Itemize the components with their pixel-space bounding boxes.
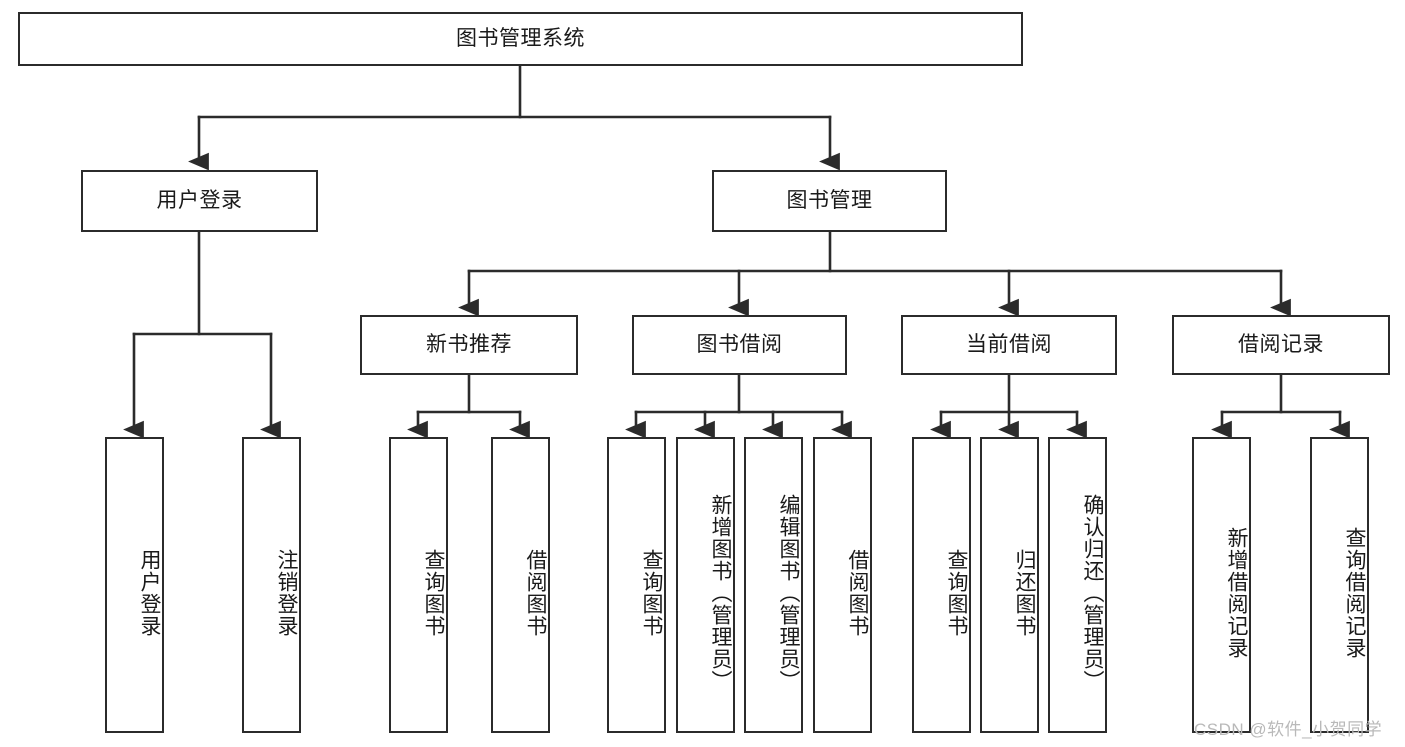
node-label: 借阅记录: [1238, 333, 1324, 357]
node-book-management[interactable]: 图书管理: [712, 170, 947, 232]
node-new-book-recommend[interactable]: 新书推荐: [360, 315, 578, 375]
node-label: 借阅图书: [524, 549, 547, 637]
leaf-current-borrow-return-book[interactable]: 归还图书: [980, 437, 1039, 733]
leaf-user-login-login[interactable]: 用户登录: [105, 437, 164, 733]
csdn-watermark: CSDN @软件_小贺同学: [1194, 720, 1383, 739]
leaf-book-borrow-edit-book-admin[interactable]: 编辑图书（管理员）: [744, 437, 803, 733]
node-label: 查询图书: [422, 549, 445, 637]
leaf-current-borrow-confirm-return-admin[interactable]: 确认归还（管理员）: [1048, 437, 1107, 733]
node-label: 编辑图书（管理员）: [777, 494, 800, 692]
node-label: 用户登录: [138, 549, 161, 637]
node-label: 确认归还（管理员）: [1081, 494, 1104, 692]
leaf-user-login-logout[interactable]: 注销登录: [242, 437, 301, 733]
node-label: 图书管理: [786, 189, 873, 213]
leaf-book-borrow-query-book[interactable]: 查询图书: [607, 437, 666, 733]
node-label: 归还图书: [1013, 549, 1036, 637]
node-label: 查询图书: [640, 549, 663, 637]
leaf-new-book-query-book[interactable]: 查询图书: [389, 437, 448, 733]
node-label: 查询借阅记录: [1343, 527, 1366, 659]
node-root-book-management-system[interactable]: 图书管理系统: [18, 12, 1023, 66]
node-label: 新书推荐: [426, 333, 512, 357]
node-label: 查询图书: [945, 549, 968, 637]
node-borrow-record[interactable]: 借阅记录: [1172, 315, 1390, 375]
leaf-borrow-record-add-record[interactable]: 新增借阅记录: [1192, 437, 1251, 733]
node-book-borrow[interactable]: 图书借阅: [632, 315, 847, 375]
node-label: 新增图书（管理员）: [709, 494, 732, 692]
leaf-book-borrow-add-book-admin[interactable]: 新增图书（管理员）: [676, 437, 735, 733]
node-label: 图书管理系统: [456, 27, 585, 51]
node-label: 用户登录: [156, 189, 243, 213]
leaf-new-book-borrow-book[interactable]: 借阅图书: [491, 437, 550, 733]
node-label: 当前借阅: [966, 333, 1052, 357]
leaf-book-borrow-borrow-book[interactable]: 借阅图书: [813, 437, 872, 733]
node-label: 注销登录: [275, 549, 298, 637]
node-label: 新增借阅记录: [1225, 527, 1248, 659]
node-current-borrow[interactable]: 当前借阅: [901, 315, 1117, 375]
node-user-login[interactable]: 用户登录: [81, 170, 318, 232]
node-label: 借阅图书: [846, 549, 869, 637]
leaf-current-borrow-query-book[interactable]: 查询图书: [912, 437, 971, 733]
node-label: 图书借阅: [696, 333, 783, 357]
leaf-borrow-record-query-record[interactable]: 查询借阅记录: [1310, 437, 1369, 733]
